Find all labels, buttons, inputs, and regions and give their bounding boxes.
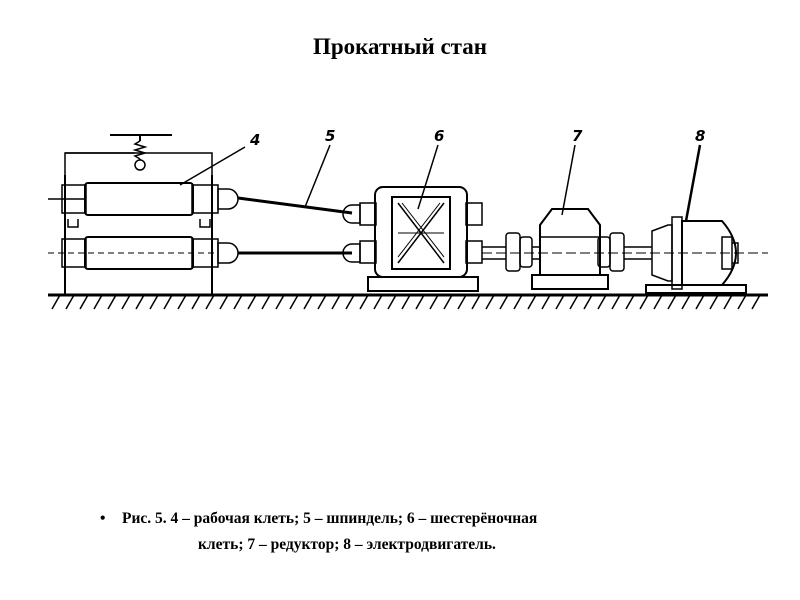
label-7: 7 xyxy=(572,127,583,145)
bullet-icon: • xyxy=(100,510,106,527)
label-6: 6 xyxy=(434,127,444,145)
label-4: 4 xyxy=(249,131,260,149)
drive-shaft xyxy=(482,232,768,272)
label-8: 8 xyxy=(695,127,705,145)
pinion-stand xyxy=(359,144,483,292)
spindles xyxy=(237,144,361,263)
label-5: 5 xyxy=(325,127,335,145)
rolling-mill-diagram: 4 5 6 7 8 xyxy=(48,127,768,310)
page-title: Прокатный стан xyxy=(312,34,488,59)
caption-line-1: Рис. 5. 4 – рабочая клеть; 5 – шпиндель;… xyxy=(122,510,538,527)
reducer xyxy=(531,144,609,290)
caption-line-2: клеть; 7 – редуктор; 8 – электродвигател… xyxy=(198,536,496,553)
working-stand xyxy=(48,134,246,295)
electric-motor xyxy=(645,144,747,294)
ground-foundation xyxy=(48,293,768,310)
